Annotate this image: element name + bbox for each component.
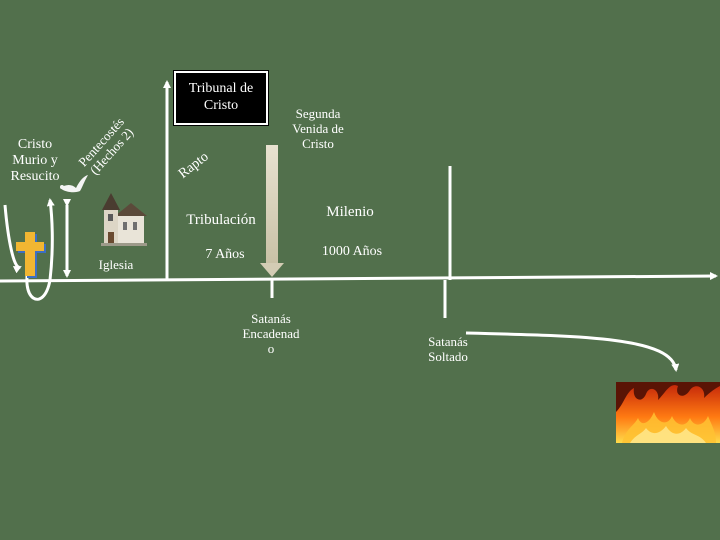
cross-icon bbox=[16, 232, 46, 278]
tribulation-label: Tribulación bbox=[186, 212, 256, 228]
resurrection-loop bbox=[25, 198, 55, 301]
christ-died-label: Cristo Murio y Resucito bbox=[10, 137, 60, 185]
dove-icon bbox=[60, 175, 88, 193]
death-resurrection-curve bbox=[3, 204, 22, 274]
church-label: Iglesia bbox=[98, 257, 134, 272]
satan-loosed-label: Satanás Soltado bbox=[428, 334, 468, 364]
fire-image bbox=[616, 382, 720, 443]
church-icon bbox=[101, 193, 147, 246]
satan-to-fire-arrow bbox=[465, 331, 680, 372]
seven-years-label: 7 Años bbox=[205, 247, 245, 262]
satan-bound-label: Satanás Encadenad o bbox=[242, 311, 300, 356]
judgment-seat-box: Tribunal de Cristo bbox=[174, 71, 268, 125]
second-coming-arrowhead bbox=[260, 263, 284, 277]
second-coming-shaft bbox=[266, 145, 278, 263]
second-coming-label: Segunda Venida de Cristo bbox=[292, 106, 344, 151]
timeline-axis bbox=[0, 272, 718, 283]
thousand-years-label: 1000 Años bbox=[321, 244, 383, 259]
millennium-label: Milenio bbox=[326, 204, 374, 220]
